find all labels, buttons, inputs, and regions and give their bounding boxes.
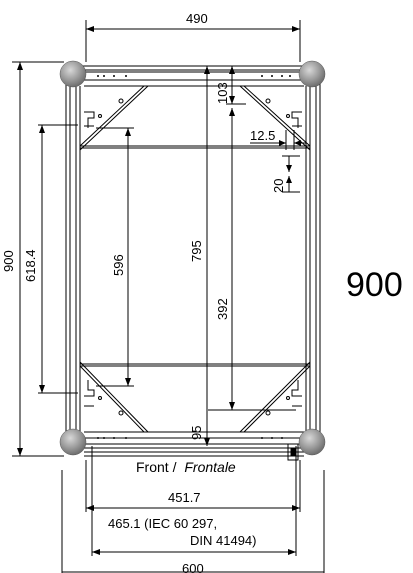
dim-label-451-7: 451.7: [168, 490, 201, 505]
dim-label-900-left: 900: [1, 250, 16, 272]
cabinet-frame: [65, 65, 321, 461]
dimension-103: [226, 66, 246, 105]
dimension-618-4: [38, 124, 78, 394]
rail-dots: [97, 75, 291, 439]
caster-top-right: [298, 60, 326, 88]
dimension-900-left: [12, 61, 64, 457]
dim-label-600: 600: [182, 561, 204, 573]
dim-label-465-1-line1: 465.1 (IEC 60 297,: [108, 516, 217, 531]
caster-top-left: [59, 60, 87, 88]
dimension-490: [85, 20, 301, 62]
dim-label-596: 596: [111, 254, 126, 276]
caster-bottom-left: [59, 428, 87, 456]
dim-label-795: 795: [189, 240, 204, 262]
caption-front: Front / Frontale: [136, 459, 236, 475]
caption-front-text: Front /: [136, 459, 177, 475]
dim-label-12-5: 12.5: [250, 128, 275, 143]
dimension-20: [282, 155, 300, 193]
caption-frontale-text: Frontale: [184, 459, 236, 475]
dim-label-20: 20: [271, 179, 286, 193]
dim-label-490: 490: [186, 11, 208, 26]
dim-label-103: 103: [215, 82, 230, 104]
dimension-451-7: [86, 505, 300, 511]
big-height-label: 900: [346, 266, 403, 304]
dimension-795: [204, 66, 210, 446]
dimension-596: [96, 127, 134, 387]
dimension-465-1: [92, 549, 296, 555]
dim-label-465-1-line2: DIN 41494): [190, 533, 256, 548]
dimension-392: [208, 108, 296, 411]
dim-label-392: 392: [215, 298, 230, 320]
dim-label-95: 95: [189, 426, 204, 440]
dim-label-618-4: 618.4: [23, 249, 38, 282]
bottom-extension-lines: [61, 446, 325, 573]
caster-bottom-right: [298, 428, 326, 456]
dimension-12-5: [250, 130, 306, 150]
